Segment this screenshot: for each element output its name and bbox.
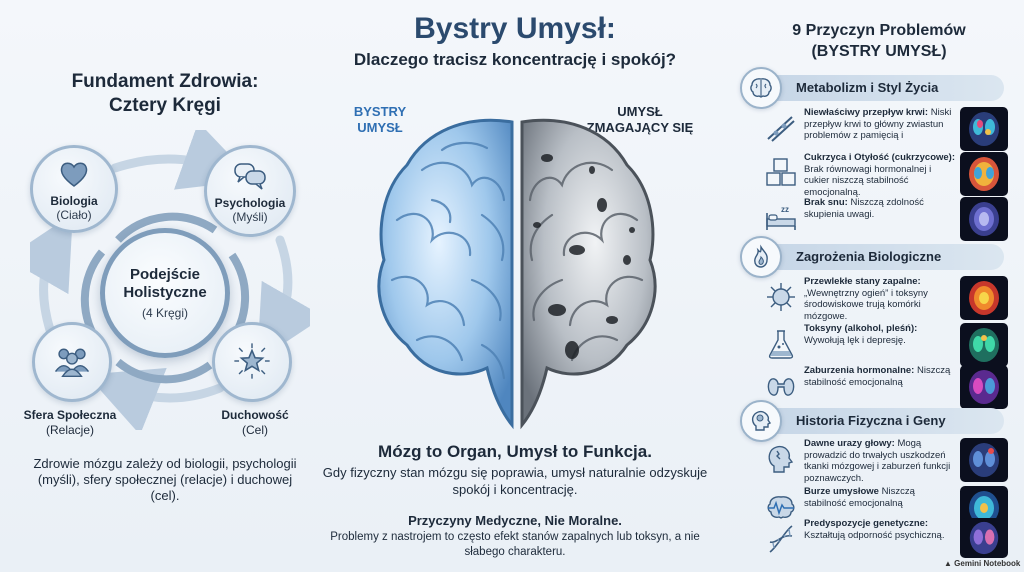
cause-sleep-text: Niszczą zdolność skupienia uwagi.	[804, 197, 924, 220]
holistic-center-circle: Podejście Holistyczne (4 Kręgi)	[100, 228, 230, 358]
sugar-cubes-icon	[766, 158, 796, 186]
cause-genetics-title: Predyspozycje genetyczne:	[804, 518, 929, 529]
cause-diabetes-text: Brak równowagi hormonalnej i cukier nisz…	[804, 163, 932, 198]
section-history-badge	[740, 400, 782, 442]
cause-blood-flow: Niewłaściwy przepływ krwi: Niski przepły…	[764, 107, 1020, 153]
cause-genetics: Predyspozycje genetyczne: Kształtują odp…	[764, 518, 1020, 564]
blood-vessel-icon	[767, 116, 795, 142]
cause-toxins-text: Wywołują lęk i depresję.	[804, 334, 906, 346]
social-label: Sfera Społeczna (Relacje)	[10, 408, 130, 438]
biology-title: Biologia	[50, 193, 98, 208]
cause-hormones-text: Niszczą stabilność emocjonalną	[804, 365, 951, 388]
brain-scan-image	[960, 276, 1008, 320]
causes-heading: 9 Przyczyn Problemów (BYSTRY UMYSŁ)	[738, 20, 1020, 62]
cause-blood-flow-title: Niewłaściwy przepływ krwi:	[804, 107, 929, 118]
struggling-mind-label: UMYSŁ ZMAGAJĄCY SIĘ	[586, 104, 694, 135]
spirituality-label: Duchowość (Cel)	[200, 408, 310, 438]
cause-inflammation-text: „Wewnętrzny ogień” i toksyny środowiskow…	[804, 287, 928, 322]
footer-logo: ▲ Gemini Notebook	[944, 559, 1024, 568]
brain-scan-image	[960, 107, 1008, 151]
speech-bubbles-icon	[234, 162, 266, 190]
cause-brain-storms-text: Niszczą stabilność emocjonalną	[804, 486, 915, 509]
cause-hormones-title: Zaburzenia hormonalne:	[804, 365, 915, 376]
struggling-hemisphere	[520, 118, 657, 430]
brain-scan-image	[960, 365, 1008, 409]
head-profile-icon	[751, 410, 772, 431]
logo-text: Gemini Notebook	[954, 559, 1021, 568]
cause-inflammation: Przewlekłe stany zapalne: „Wewnętrzny og…	[764, 276, 1020, 322]
causes-heading-line1: 9 Przyczyn Problemów	[792, 22, 966, 39]
left-heading: Fundament Zdrowia: Cztery Kręgi	[71, 71, 259, 116]
page-title: Bystry Umysł:	[414, 12, 616, 45]
logo-icon: ▲	[944, 559, 952, 568]
page-subtitle: Dlaczego tracisz koncentrację i spokój?	[353, 50, 677, 69]
social-title: Sfera Społeczna	[23, 408, 117, 422]
thyroid-icon	[767, 378, 795, 396]
section-history: Historia Fizyczna i Geny	[752, 408, 1004, 434]
brain-scan-image	[960, 197, 1008, 241]
flame-icon	[754, 244, 768, 268]
causes-heading-line2: (BYSTRY UMYSŁ)	[811, 43, 947, 60]
cause-sleep: zz Brak snu: Niszczą zdolność skupienia …	[764, 197, 1020, 243]
brain-icon	[750, 78, 772, 98]
brain-illustration	[377, 118, 657, 430]
circle-social	[32, 322, 112, 402]
holistic-title: Podejście Holistyczne	[123, 266, 207, 301]
people-icon	[54, 348, 90, 377]
spirituality-title: Duchowość	[221, 408, 289, 422]
section-biological: Zagrożenia Biologiczne	[752, 244, 1004, 270]
circle-biology: Biologia (Ciało)	[30, 145, 118, 233]
brain-scan-image	[960, 438, 1008, 482]
psychology-subtitle: (Myśli)	[232, 209, 268, 224]
svg-text:zz: zz	[781, 205, 789, 214]
flask-icon	[768, 330, 794, 359]
organ-headline: Mózg to Organ, Umysł to Funkcja.	[378, 442, 652, 461]
medical-headline: Przyczyny Medyczne, Nie Moralne.	[408, 513, 622, 528]
organ-text: Gdy fizyczny stan mózgu się poprawia, um…	[322, 465, 708, 497]
cause-brain-storms: Burze umysłowe Niszczą stabilność emocjo…	[764, 486, 1020, 532]
medical-text: Problemy z nastrojem to często efekt sta…	[330, 531, 700, 558]
brain-scan-image	[960, 486, 1008, 530]
section-metabolism: Metabolizm i Styl Życia	[752, 75, 1004, 101]
cause-diabetes-title: Cukrzyca i Otyłość (cukrzycowe):	[804, 152, 955, 163]
virus-icon	[767, 283, 795, 311]
cause-hormones: Zaburzenia hormonalne: Niszczą stabilnoś…	[764, 365, 1020, 411]
cause-inflammation-title: Przewlekłe stany zapalne:	[804, 276, 921, 287]
brain-scan-image	[960, 323, 1008, 367]
cause-diabetes: Cukrzyca i Otyłość (cukrzycowe): Brak ró…	[764, 152, 1020, 198]
spirituality-subtitle: (Cel)	[242, 423, 268, 437]
cause-toxins: Toksyny (alkohol, pleśń): Wywołują lęk i…	[764, 323, 1020, 369]
bed-icon: zz	[766, 205, 796, 230]
cause-genetics-text: Kształtują odporność psychiczną.	[804, 529, 945, 541]
cycle-arrows	[30, 130, 310, 430]
brain-scan-image	[960, 518, 1008, 558]
section-biological-badge	[740, 236, 782, 278]
cause-toxins-title: Toksyny (alkohol, pleśń):	[804, 323, 918, 334]
brain-scan-image	[960, 152, 1008, 196]
star-icon	[234, 342, 270, 379]
cause-brain-storms-title: Burze umysłowe	[804, 486, 879, 497]
cause-sleep-title: Brak snu:	[804, 197, 848, 208]
biology-subtitle: (Ciało)	[56, 207, 92, 222]
cause-head-injury-text: Mogą prowadzić do trwałych uszkodzeń tka…	[804, 438, 951, 484]
circle-spirituality	[212, 322, 292, 402]
cause-blood-flow-text: Niski przepływ krwi to główny zwiastun p…	[804, 107, 952, 141]
section-metabolism-badge	[740, 67, 782, 109]
social-subtitle: (Relacje)	[45, 423, 94, 437]
dna-icon	[769, 525, 793, 553]
cause-head-injury: Dawne urazy głowy: Mogą prowadzić do trw…	[764, 438, 1020, 484]
psychology-title: Psychologia	[214, 195, 286, 210]
left-description: Zdrowie mózgu zależy od biologii, psycho…	[33, 456, 297, 503]
heart-icon	[60, 162, 88, 187]
brain-wave-icon	[767, 496, 795, 519]
healthy-hemisphere	[377, 118, 514, 430]
healthy-mind-label: BYSTRY UMYSŁ	[353, 104, 407, 135]
head-injury-icon	[768, 445, 794, 473]
cause-head-injury-title: Dawne urazy głowy:	[804, 438, 895, 449]
circle-psychology: Psychologia (Myśli)	[204, 145, 296, 237]
holistic-subtitle: (4 Kręgi)	[141, 306, 188, 320]
